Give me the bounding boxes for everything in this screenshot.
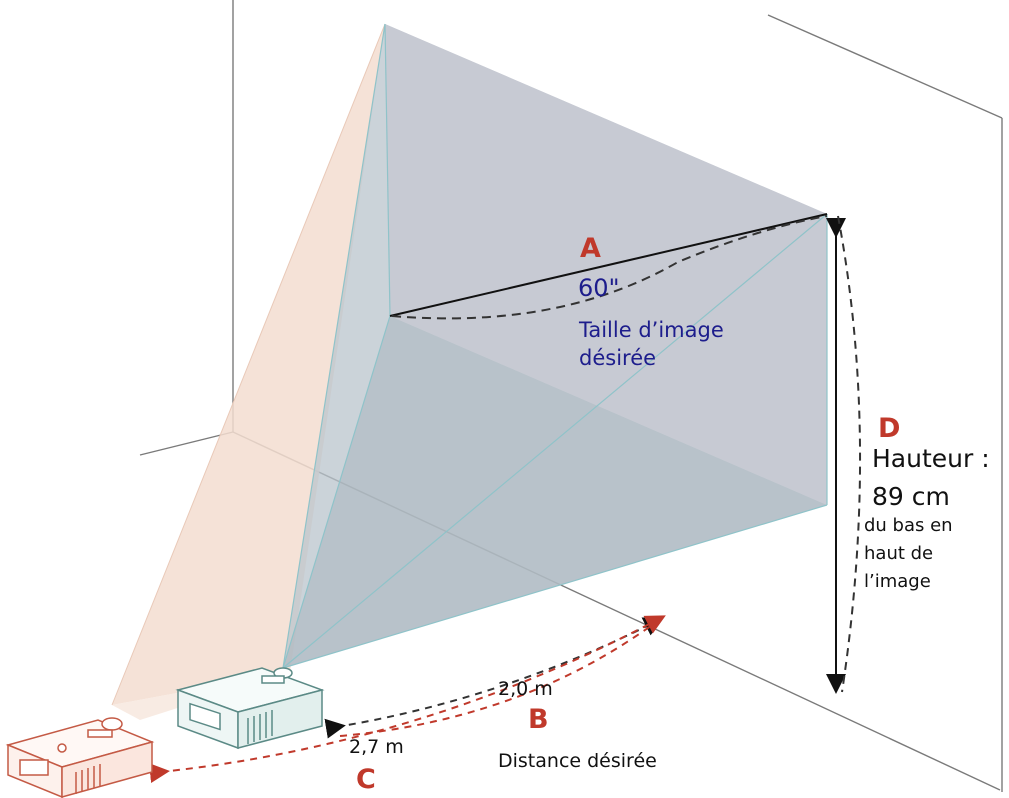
ceiling-line [767,14,1003,119]
label-a-caption-line1: Taille d’image [579,318,724,342]
label-a-value: 60" [578,274,620,302]
height-dashed-arc [837,215,862,693]
diagonal-dashed-arc [391,215,828,320]
distance-c-arrow [149,615,666,783]
label-b-caption: Distance désirée [498,750,657,772]
label-d-title: Hauteur : [872,444,990,473]
label-d-letter: D [878,413,901,444]
label-d-caption-line1: du bas en [864,515,953,536]
near-beam-lower [283,316,827,668]
label-c-letter: C [356,764,376,795]
label-a-letter: A [580,233,601,264]
label-a-caption-line2: désirée [579,346,657,370]
floor-left-line [139,431,234,456]
distance-b-red-arc [339,624,653,737]
screen-diagonal [389,213,828,317]
label-c-value: 2,7 m [349,736,404,758]
label-b-letter: B [528,704,549,735]
label-d-value: 89 cm [872,482,950,511]
label-d-caption-line2: haut de [864,543,934,564]
label-b-value: 2,0 m [498,678,553,700]
far-projector-icon [5,717,155,798]
label-d-caption-line3: l’image [864,571,931,592]
far-beam-edge [111,23,386,706]
projection-screen [385,24,827,505]
near-projector-icon [175,667,325,750]
